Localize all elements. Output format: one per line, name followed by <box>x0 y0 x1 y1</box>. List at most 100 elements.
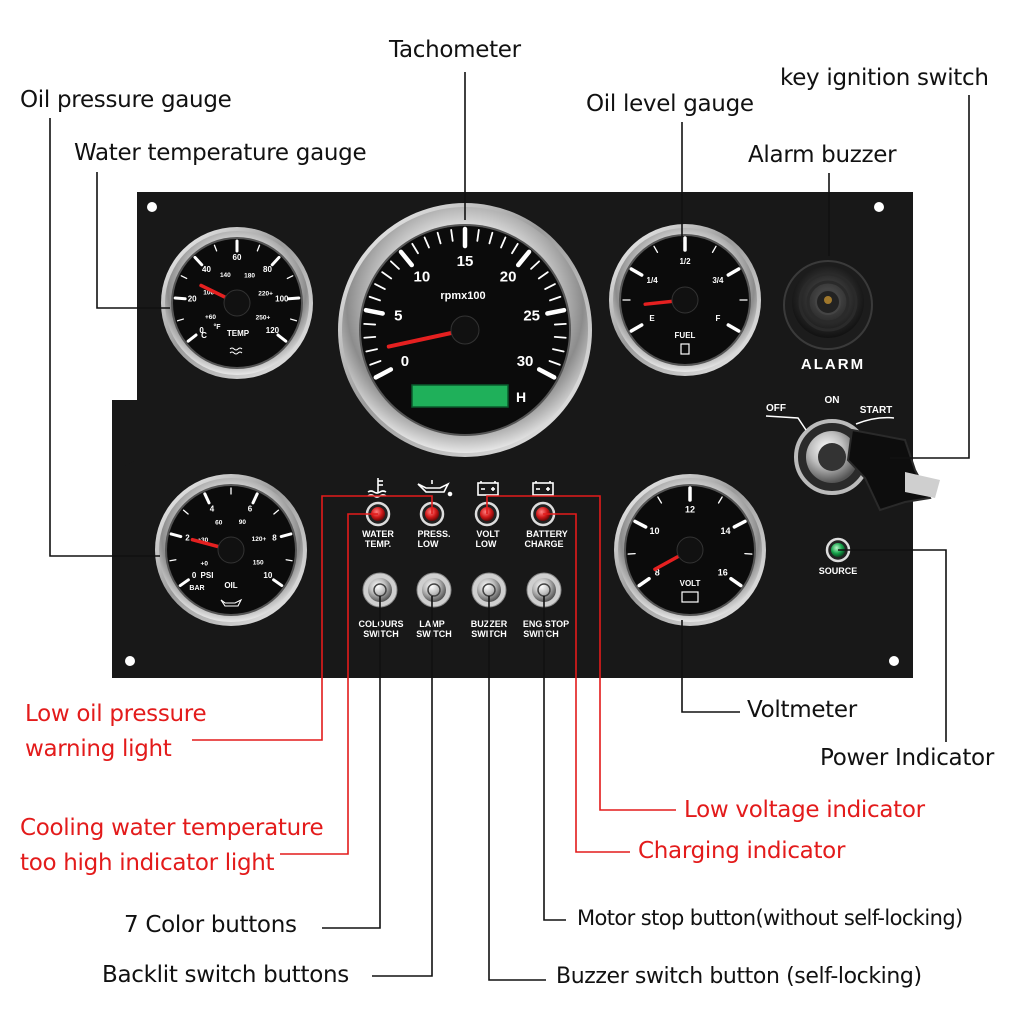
tach-scale-label: 15 <box>457 253 474 270</box>
fuel-mark-label: F <box>715 314 720 323</box>
fuel-mark-label: 1/2 <box>679 257 691 266</box>
temp-fahrenheit-label: 220+ <box>258 291 273 298</box>
oil-psi-label: 60 <box>215 519 223 526</box>
gauge-hub <box>450 315 480 345</box>
callout-power-indicator: Power Indicator <box>820 745 994 771</box>
key-ignition-switch[interactable] <box>794 419 940 512</box>
colours-switch-button[interactable] <box>362 572 398 608</box>
oil-psi-label: 90 <box>239 519 247 526</box>
oil-minor-tick <box>170 533 178 537</box>
temp-minor-tick <box>180 275 188 280</box>
tach-minor-tick <box>488 231 494 245</box>
leader-lines-black <box>49 72 970 981</box>
fuel-mark-label: E <box>649 314 655 323</box>
battery-icon-charge <box>532 481 554 496</box>
temp-unit-c: C <box>201 331 207 340</box>
mount-hole-tl <box>147 202 157 212</box>
temp-minor-tick <box>213 244 218 252</box>
battery-icon-volt <box>477 481 499 496</box>
callout-water-temperature-gauge: Water temperature gauge <box>74 140 367 166</box>
oil-minor-tick <box>254 493 258 500</box>
buzzer-switch-button[interactable] <box>471 572 507 608</box>
colours-switch-label-1: COLOURS <box>359 619 404 629</box>
volt-label: VOLT <box>680 579 701 588</box>
battery-charge-label-1: BATTERY <box>526 529 568 539</box>
tach-minor-tick <box>436 231 442 245</box>
oil-minor-tick <box>182 509 189 515</box>
ignition-start-label: START <box>860 405 893 416</box>
eng-stop-switch-button[interactable] <box>526 572 562 608</box>
fuel-mark-label: 3/4 <box>712 276 724 285</box>
temp-celsius-label: 60 <box>233 253 242 262</box>
volt-minor-tick <box>738 520 746 526</box>
tach-minor-tick <box>544 283 556 290</box>
volt-battery-icon <box>681 591 699 603</box>
press-low-label-1: PRESS. <box>417 529 450 539</box>
oil-bar-label: 0 <box>192 571 197 580</box>
tach-minor-tick <box>411 242 419 255</box>
tach-minor-tick <box>476 229 480 242</box>
tach-minor-tick <box>500 236 507 249</box>
leader-low-voltage <box>486 495 676 811</box>
volt-minor-tick <box>734 580 742 587</box>
temp-minor-tick <box>194 256 200 263</box>
temp-fahrenheit-label: 250+ <box>256 315 271 322</box>
callout-buzzer-switch: Buzzer switch button (self-locking) <box>556 964 922 989</box>
volt-scale-label: 12 <box>685 504 695 514</box>
battery-charge-label-2: CHARGE <box>524 539 563 549</box>
callout-low-oil-pressure: Low oil pressure warning light <box>25 697 207 767</box>
tach-major-tick <box>363 307 385 316</box>
ignition-on-label: ON <box>825 395 840 406</box>
callout-low-voltage-indicator: Low voltage indicator <box>684 797 925 823</box>
fuel-minor-tick <box>630 326 639 332</box>
tach-major-tick <box>536 367 557 380</box>
ignition-off-arc <box>765 415 807 431</box>
callout-charging-indicator: Charging indicator <box>638 838 846 864</box>
hour-meter-lcd <box>411 384 509 408</box>
oil-bar-label: 2 <box>185 533 190 542</box>
press-low-label-2: LOW <box>418 539 439 549</box>
gauge-hub <box>676 536 704 564</box>
mount-hole-br <box>889 656 899 666</box>
gauge-hub <box>223 289 251 317</box>
eng-stop-switch-label-2: SWITCH <box>523 629 559 639</box>
water-temp-label-2: TEMP. <box>365 539 391 549</box>
oil-unit-bar: BAR <box>189 585 204 592</box>
oil-minor-tick <box>179 581 186 587</box>
temp-celsius-label: 40 <box>202 265 211 274</box>
tach-major-tick <box>373 367 394 380</box>
temp-minor-tick <box>289 318 298 322</box>
oil-label: OIL <box>224 581 237 590</box>
volt-scale-label: 14 <box>720 526 730 536</box>
callout-cooling-line1: Cooling water temperature <box>20 815 324 841</box>
volt-minor-tick <box>634 520 642 526</box>
tach-minor-tick <box>537 271 549 280</box>
tach-minor-tick <box>549 295 562 302</box>
temp-minor-tick <box>176 318 185 322</box>
oil-can-icon <box>417 480 453 497</box>
temp-fahrenheit-label: 180 <box>244 272 255 279</box>
lamp-switch-label-2: SWITCH <box>416 629 452 639</box>
tach-major-tick <box>515 249 532 268</box>
volt-low-label-1: VOLT <box>476 529 500 539</box>
ignition-start-arc <box>855 416 895 425</box>
tach-minor-tick <box>548 360 561 366</box>
oil-can-small-icon <box>220 598 243 607</box>
lamp-switch-button[interactable] <box>416 572 452 608</box>
ignition-off-label: OFF <box>766 403 786 414</box>
temp-celsius-label: 20 <box>188 294 197 303</box>
tach-minor-tick <box>369 360 382 366</box>
temp-label: TEMP <box>227 329 250 338</box>
oil-minor-tick <box>276 581 283 587</box>
eng-stop-switch-label-1: ENG.STOP <box>523 619 569 629</box>
callout-backlit-switch: Backlit switch buttons <box>102 962 349 988</box>
oil-bar-label: 6 <box>248 504 253 513</box>
leader-oil-pressure <box>49 118 160 557</box>
mount-hole-tr <box>874 202 884 212</box>
callout-cooling-line2: too high indicator light <box>20 850 275 876</box>
